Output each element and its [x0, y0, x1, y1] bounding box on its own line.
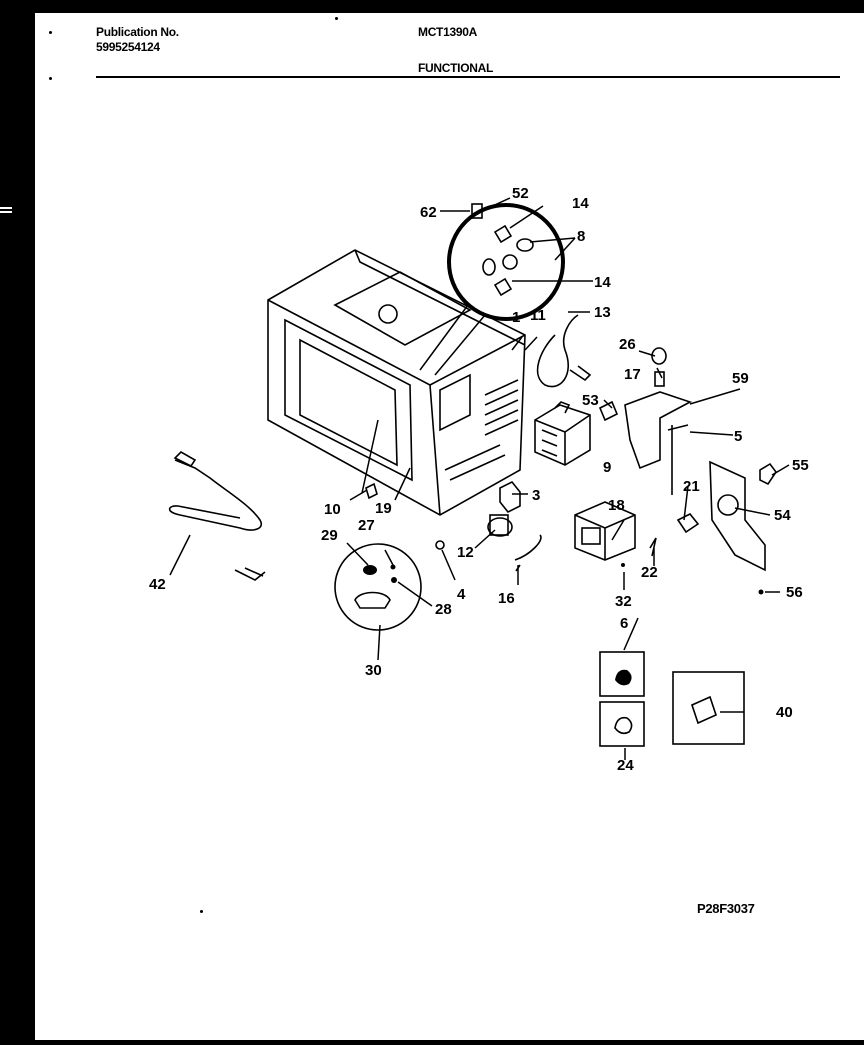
- callout-label: 53: [582, 392, 599, 409]
- section-title: FUNCTIONAL: [418, 61, 493, 75]
- punch-mark: [200, 910, 203, 913]
- callout-label: 40: [776, 704, 793, 721]
- callout-label: 8: [577, 228, 585, 245]
- part-box-40: [672, 671, 745, 745]
- wire-lead: [649, 537, 657, 557]
- publication-number: 5995254124: [96, 40, 160, 54]
- model-number: MCT1390A: [418, 25, 477, 39]
- capacitor: [487, 514, 513, 537]
- wire-harness: [667, 424, 689, 495]
- diode-bracket: [499, 480, 521, 514]
- callout-label: 4: [457, 586, 466, 603]
- knob-6: [615, 669, 632, 686]
- fuse: [435, 540, 445, 550]
- callout-label: 10: [324, 501, 341, 518]
- hinge-part: [365, 482, 378, 500]
- power-cord: [536, 314, 592, 388]
- publication-label: Publication No.: [96, 25, 179, 39]
- left-edge-mark: [0, 207, 12, 209]
- lamp: [651, 347, 667, 365]
- oven-cabinet: [267, 249, 526, 516]
- part-box-24: [599, 701, 645, 747]
- stirrer-detail: [334, 543, 422, 631]
- callout-label: 22: [641, 564, 658, 581]
- punch-mark: [335, 17, 338, 20]
- callout-label: 54: [774, 507, 791, 524]
- callout-label: 12: [457, 544, 474, 561]
- callout-label: 9: [603, 459, 611, 476]
- magnetron: [534, 401, 591, 466]
- callout-label: 24: [617, 757, 634, 774]
- callout-label: 42: [149, 576, 166, 593]
- callout-label: 32: [615, 593, 632, 610]
- callout-label: 14: [572, 195, 589, 212]
- callout-label: 28: [435, 601, 452, 618]
- punch-mark: [49, 77, 52, 80]
- clip-40: [691, 695, 717, 725]
- callout-label: 14: [594, 274, 611, 291]
- leader-lines: [169, 197, 790, 760]
- callout-label: 3: [532, 487, 540, 504]
- diagram-code: P28F3037: [697, 901, 755, 916]
- callout-label: 26: [619, 336, 636, 353]
- left-edge-mark: [0, 211, 12, 213]
- callout-label: 30: [365, 662, 382, 679]
- callout-label: 16: [498, 590, 515, 607]
- diode: [514, 534, 542, 572]
- callout-label: 56: [786, 584, 803, 601]
- punch-mark: [49, 31, 52, 34]
- door-choke: [168, 451, 266, 581]
- interlock-switch: [676, 512, 700, 534]
- callout-label: 19: [375, 500, 392, 517]
- knob-24: [614, 716, 633, 735]
- parts-sheet: [35, 13, 864, 1040]
- detail-circle-top: [419, 203, 565, 376]
- part-box-6: [599, 651, 645, 697]
- callout-label: 11: [530, 307, 546, 324]
- callout-label: 17: [624, 366, 641, 383]
- callout-label: 5: [734, 428, 742, 445]
- callout-label: 52: [512, 185, 529, 202]
- callout-labels: 1 3 4 5 6 8 9 10 11 12 13 14 14 16 17 18…: [149, 185, 809, 774]
- header-rule: [96, 76, 840, 78]
- callout-label: 55: [792, 457, 809, 474]
- callout-label: 59: [732, 370, 749, 387]
- callout-label: 21: [683, 478, 700, 495]
- callout-label: 62: [420, 204, 437, 221]
- callout-label: 27: [358, 517, 375, 534]
- callout-label: 6: [620, 615, 628, 632]
- callout-label: 13: [594, 304, 611, 321]
- callout-label: 29: [321, 527, 338, 544]
- transformer: [574, 501, 636, 567]
- callout-label: 18: [608, 497, 625, 514]
- air-duct: [624, 391, 693, 470]
- callout-label: 1: [512, 309, 520, 326]
- fan-bracket: [709, 460, 777, 595]
